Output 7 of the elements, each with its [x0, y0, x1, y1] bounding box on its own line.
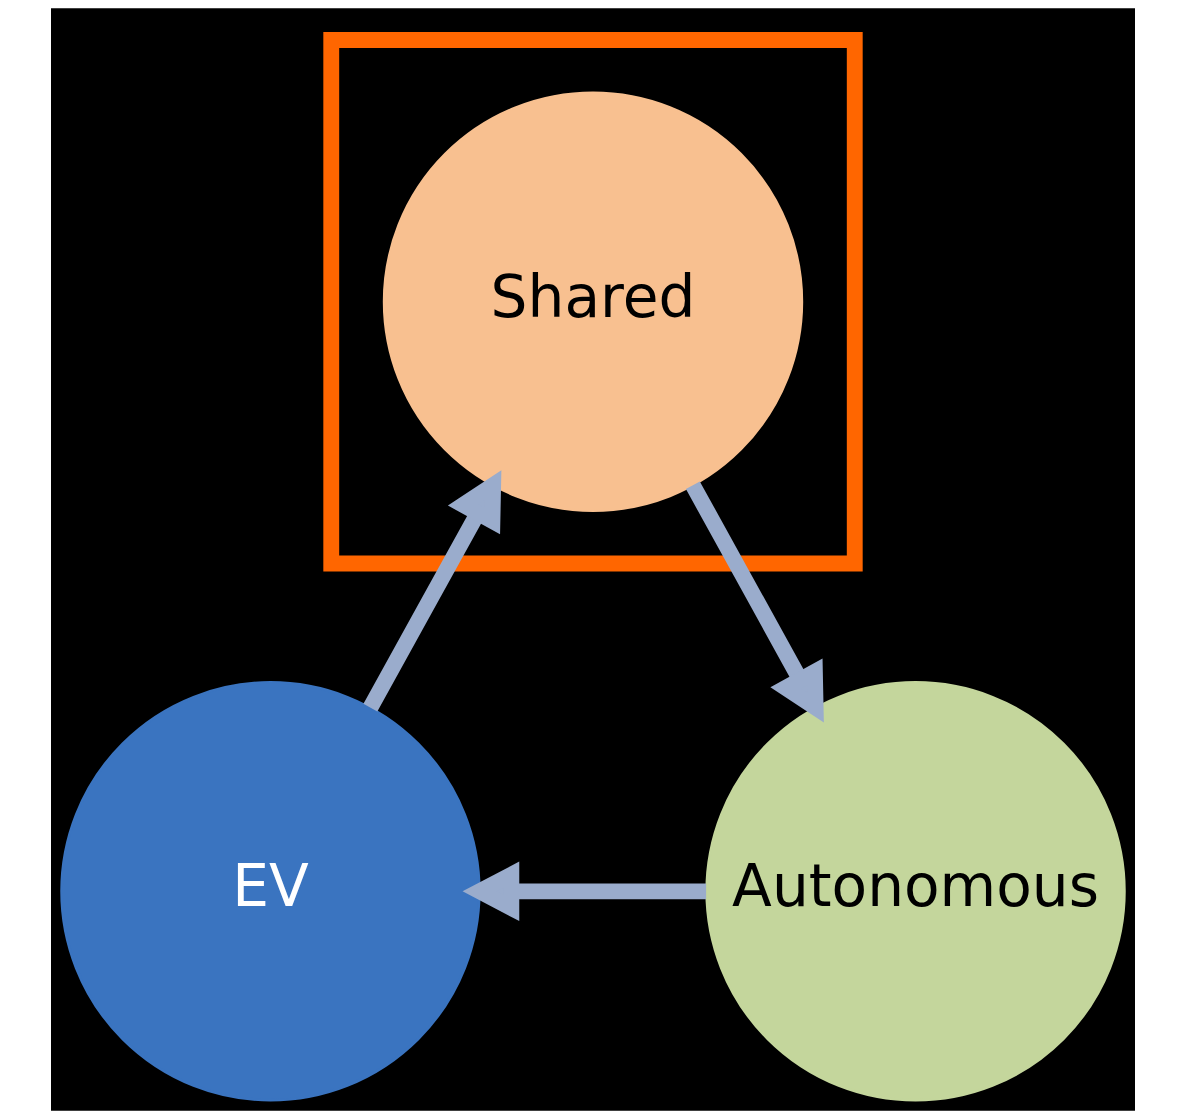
node-circle: EV [60, 681, 481, 1102]
arrow [462, 861, 707, 922]
node-circle: Shared [382, 91, 804, 512]
cluster [323, 32, 863, 572]
arrow [363, 470, 502, 712]
node-circle: Autonomous [705, 681, 1126, 1102]
arrow [685, 481, 824, 723]
